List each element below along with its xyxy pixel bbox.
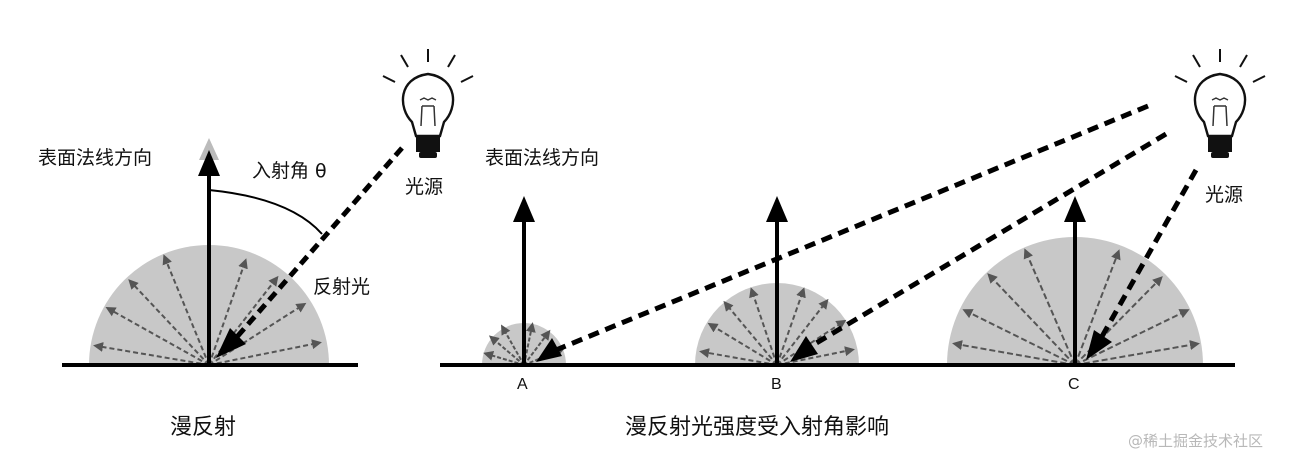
incidence-angle-arc	[208, 189, 323, 235]
incident-arrowhead-b	[790, 336, 818, 362]
incident-arrowhead-c	[1086, 330, 1112, 360]
normal-arrowhead-c	[1064, 196, 1086, 222]
light-bulb-icon	[1173, 47, 1267, 160]
normal-arrowhead-a	[513, 196, 535, 222]
light-bulb-icon	[381, 47, 475, 160]
left-caption: 漫反射	[170, 415, 237, 440]
scatter-arrows-b	[699, 287, 855, 366]
incident-ray-c	[1097, 168, 1199, 342]
point-label-a: A	[517, 376, 528, 393]
left-incident-arrowhead	[216, 328, 246, 358]
watermark: @稀土掘金技术社区	[1128, 432, 1264, 450]
left-incident-ray	[234, 146, 404, 340]
point-label-c: C	[1068, 376, 1080, 393]
reflected-light-label: 反射光	[313, 276, 371, 298]
left-normal-arrowhead	[198, 150, 220, 176]
normal-arrowhead-b	[766, 196, 788, 222]
point-label-b: B	[771, 376, 782, 393]
incidence-angle-label: 入射角 θ	[252, 160, 327, 182]
incident-arrowhead-a	[536, 338, 562, 362]
incident-ray-b	[806, 131, 1168, 351]
right-caption: 漫反射光强度受入射角影响	[625, 415, 890, 440]
left-normal-label: 表面法线方向	[38, 147, 153, 169]
left-normal-shadow	[199, 138, 219, 160]
left-light-source-label: 光源	[405, 176, 444, 198]
right-light-source-label: 光源	[1205, 184, 1244, 206]
right-normal-label: 表面法线方向	[485, 147, 600, 169]
